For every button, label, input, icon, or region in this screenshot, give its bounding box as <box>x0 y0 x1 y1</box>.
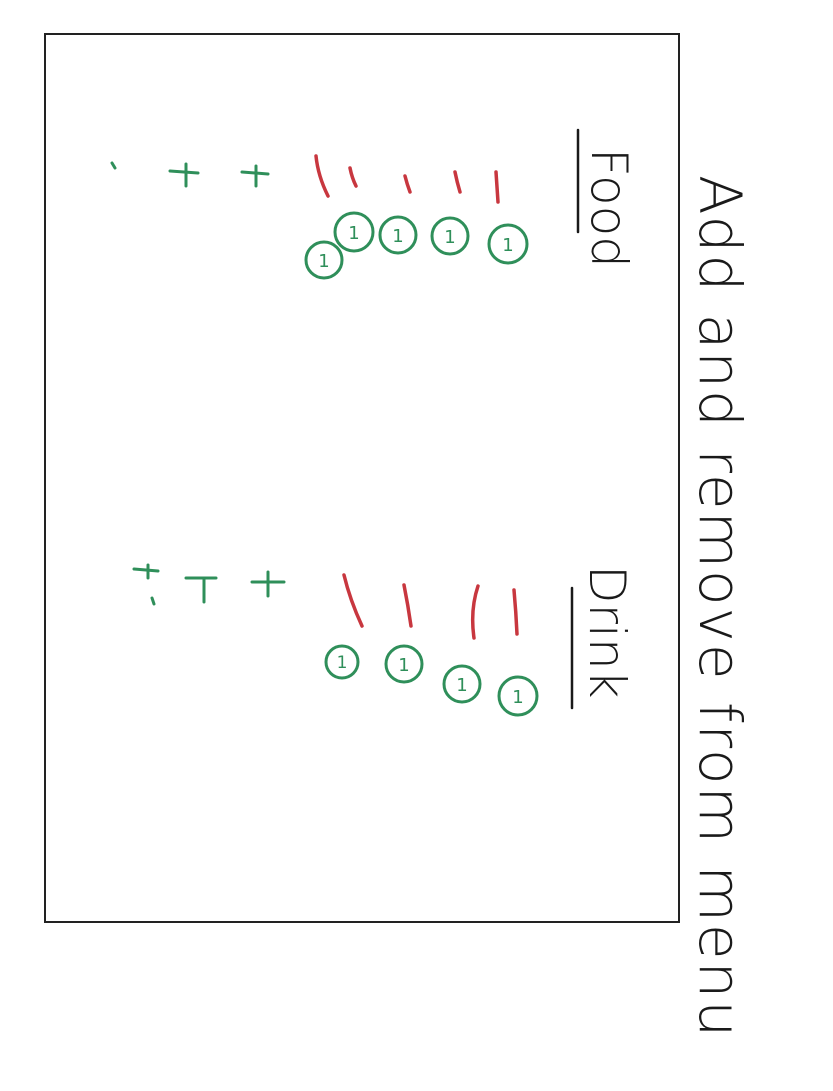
food-badge-label: 1 <box>392 226 403 247</box>
drink-remove-mark[interactable] <box>512 588 519 636</box>
food-remove-mark[interactable] <box>453 170 462 194</box>
drink-add-marks <box>132 563 286 606</box>
drink-item-badge[interactable]: 1 <box>442 664 482 704</box>
food-badges: 1 1 1 1 1 <box>304 211 529 280</box>
drink-badge-label: 1 <box>512 687 523 708</box>
drink-add-mark[interactable] <box>132 563 160 580</box>
drink-item-badge[interactable]: 1 <box>497 675 539 717</box>
food-add-mark[interactable] <box>168 162 200 188</box>
sketch-frame <box>44 33 680 923</box>
drink-remove-marks <box>342 573 519 640</box>
food-item-badge[interactable]: 1 <box>487 223 529 265</box>
drink-remove-mark[interactable] <box>470 584 480 640</box>
drink-add-mark[interactable] <box>250 570 286 598</box>
food-item-badge[interactable]: 1 <box>430 216 470 256</box>
food-heading: Food <box>580 148 638 268</box>
food-badge-label: 1 <box>318 251 329 272</box>
drink-item-badge[interactable]: 1 <box>324 644 360 680</box>
food-badge-label: 1 <box>348 223 359 244</box>
food-add-marks <box>110 161 270 188</box>
drink-badge-label: 1 <box>337 653 348 673</box>
food-item-badge[interactable]: 1 <box>333 211 375 253</box>
food-remove-mark[interactable] <box>314 154 330 198</box>
drink-add-mark[interactable] <box>150 596 156 606</box>
drink-badges: 1 1 1 1 <box>324 644 539 717</box>
food-remove-mark[interactable] <box>403 174 412 194</box>
food-item-badge[interactable]: 1 <box>304 240 344 280</box>
drink-heading: Drink <box>578 565 636 699</box>
drink-badge-label: 1 <box>398 655 409 676</box>
food-remove-mark[interactable] <box>494 170 500 204</box>
drink-add-mark[interactable] <box>184 576 218 604</box>
food-add-mark[interactable] <box>110 161 117 170</box>
drink-remove-mark[interactable] <box>402 583 413 628</box>
food-badge-label: 1 <box>444 227 455 248</box>
food-remove-marks <box>314 154 500 204</box>
food-item-badge[interactable]: 1 <box>378 215 418 255</box>
food-badge-label: 1 <box>502 235 513 256</box>
drink-item-badge[interactable]: 1 <box>384 644 424 684</box>
page-title: Add and remove from menu <box>686 175 754 1039</box>
food-remove-mark[interactable] <box>348 166 358 188</box>
drink-badge-label: 1 <box>456 675 467 696</box>
food-add-mark[interactable] <box>240 164 270 188</box>
drink-remove-mark[interactable] <box>342 573 364 628</box>
